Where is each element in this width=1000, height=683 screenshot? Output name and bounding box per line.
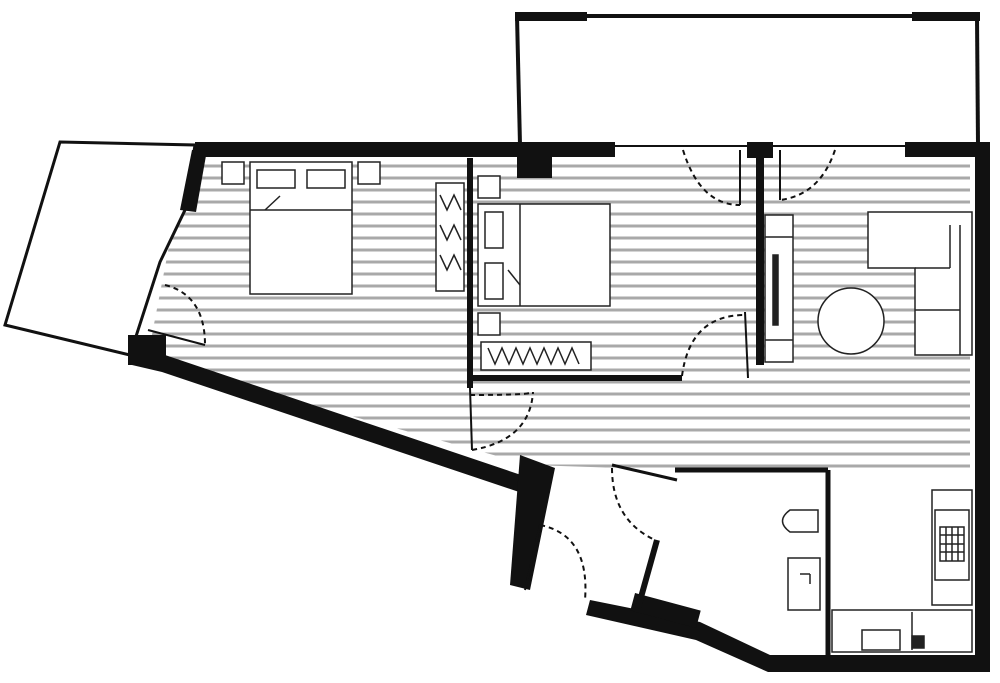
interior-walls	[467, 155, 831, 660]
wardrobe	[480, 341, 592, 371]
nightstand-left	[221, 161, 245, 185]
living-furniture	[764, 211, 973, 363]
nightstand	[477, 175, 501, 199]
bottom-counter	[831, 609, 973, 653]
kitchen-furniture	[831, 489, 973, 653]
sofa	[867, 211, 973, 356]
nightstand	[477, 312, 501, 336]
door-swings	[147, 284, 749, 601]
bedroom-2-furniture	[477, 175, 611, 371]
coffee-table	[817, 287, 885, 355]
terrace-top	[515, 12, 980, 146]
exterior-walls	[128, 142, 990, 672]
bathroom-furniture	[781, 509, 821, 611]
pillow	[306, 169, 346, 189]
toilet	[781, 509, 819, 533]
terrace-doors	[615, 145, 905, 206]
tv-unit	[764, 214, 794, 363]
nightstand-right	[357, 161, 381, 185]
master-bedroom-furniture	[221, 161, 465, 295]
sink	[787, 557, 821, 611]
pillow	[256, 169, 296, 189]
